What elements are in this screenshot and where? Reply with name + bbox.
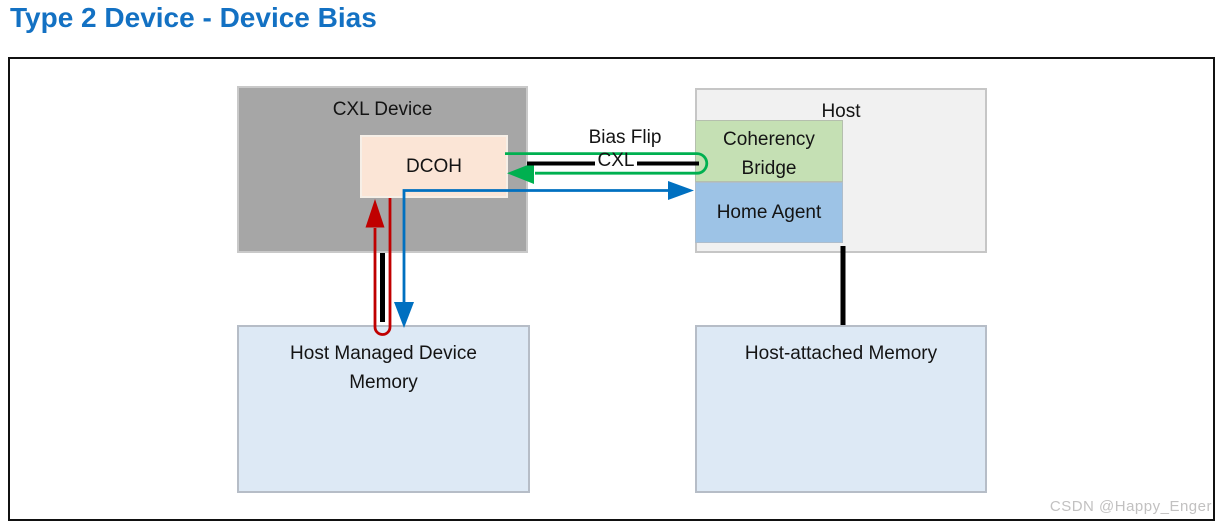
page-title: Type 2 Device - Device Bias — [10, 2, 377, 33]
coherency-bridge-box: Coherency Bridge — [695, 120, 843, 182]
cxl-link-label: CXL — [597, 150, 635, 171]
host-label: Host — [821, 101, 861, 122]
bias-flip-label: Bias Flip — [588, 127, 662, 148]
host-managed-device-memory-label-line1: Host Managed Device — [290, 343, 477, 364]
home-agent-label: Home Agent — [716, 201, 822, 223]
host-attached-memory-label: Host-attached Memory — [744, 343, 938, 364]
dcoh-box: DCOH — [360, 135, 508, 198]
dcoh-label: DCOH — [406, 155, 462, 177]
host-attached-memory-box: Host-attached Memory — [695, 325, 987, 493]
coherency-bridge-label-line2: Bridge — [741, 158, 797, 179]
coherency-bridge-label-line1: Coherency — [723, 129, 815, 150]
host-managed-device-memory-label-line2: Memory — [349, 372, 418, 393]
cxl-device-label: CXL Device — [332, 99, 433, 120]
host-managed-device-memory-box: Host Managed Device Memory — [237, 325, 530, 493]
watermark: CSDN @Happy_Enger — [1049, 498, 1212, 515]
home-agent-box: Home Agent — [695, 182, 843, 243]
